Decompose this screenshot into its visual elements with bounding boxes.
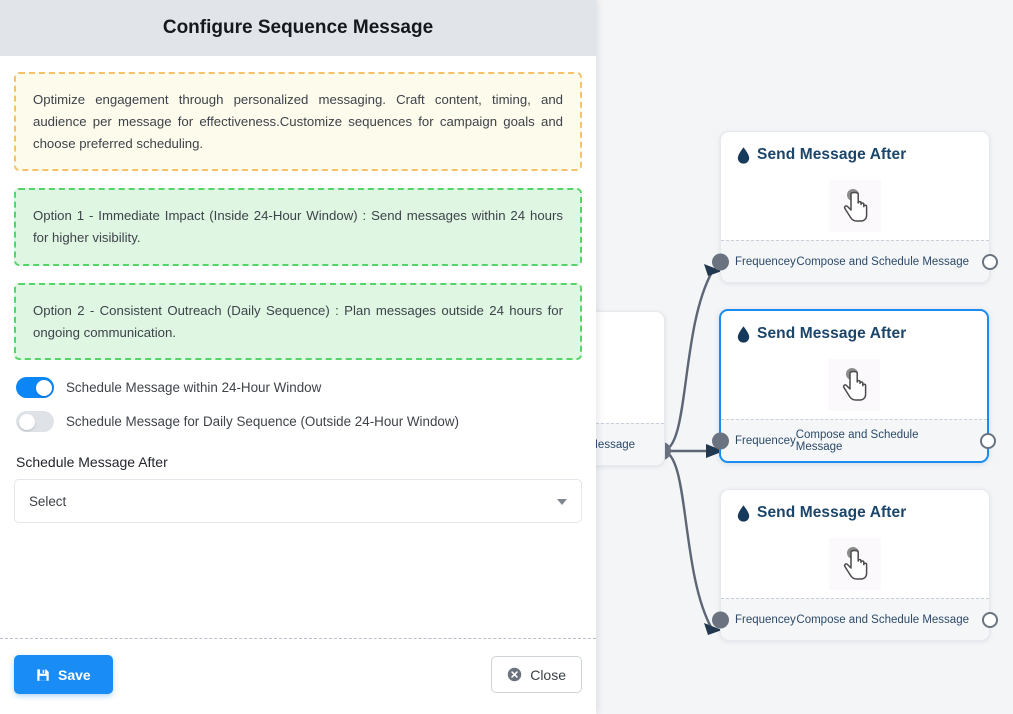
arrowhead-2	[706, 444, 724, 458]
pointing-hand-cursor-icon	[842, 368, 867, 401]
option-1-callout: Option 1 - Immediate Impact (Inside 24-H…	[14, 188, 582, 266]
node-2-input-handle[interactable]	[712, 432, 729, 449]
node-1-foot-right: Compose and Schedule Message	[796, 255, 969, 268]
save-button[interactable]: Save	[14, 655, 113, 694]
node-3-title-row: Send Message After	[737, 504, 973, 522]
arrowhead-1	[704, 264, 722, 276]
close-button[interactable]: Close	[491, 656, 582, 693]
info-callout: Optimize engagement through personalized…	[14, 72, 582, 172]
node-2-foot-right: Compose and Schedule Message	[795, 428, 919, 453]
flow-node-1[interactable]: Send Message After Frequencey Compose an…	[712, 131, 998, 283]
toggle-knob	[18, 413, 35, 430]
edge-to-node-1	[661, 271, 714, 453]
toggle-label-within-24h: Schedule Message within 24-Hour Window	[66, 380, 322, 396]
node-1-body: Send Message After	[721, 132, 989, 240]
node-3-title: Send Message After	[757, 504, 907, 521]
node-1-foot-left: Frequencey	[735, 255, 796, 268]
node-2-title-row: Send Message After	[737, 325, 971, 343]
close-circle-icon	[507, 667, 522, 682]
node-3-input-handle[interactable]	[712, 611, 729, 628]
node-1-footer: Frequencey Compose and Schedule Message	[712, 240, 998, 282]
modal-footer: Save Close	[0, 638, 596, 714]
node-1-title-row: Send Message After	[737, 146, 973, 164]
node-2-output-handle[interactable]	[980, 432, 996, 449]
toggle-knob	[35, 379, 52, 396]
modal-body: Optimize engagement through personalized…	[0, 56, 596, 638]
schedule-after-select[interactable]: Select	[14, 479, 582, 524]
node-2-foot-left: Frequencey	[735, 434, 796, 447]
save-floppy-icon	[37, 668, 49, 681]
droplet-icon	[737, 146, 750, 164]
node-1-input-handle[interactable]	[712, 253, 729, 270]
toggle-label-daily-sequence: Schedule Message for Daily Sequence (Out…	[66, 414, 459, 430]
node-2-title: Send Message After	[757, 325, 907, 342]
pointing-hand-cursor-icon	[843, 547, 868, 580]
node-2-art	[828, 359, 880, 411]
node-2-body: Send Message After	[721, 311, 987, 419]
configure-sequence-modal: Configure Sequence Message Optimize enga…	[0, 0, 596, 714]
pointing-hand-cursor-icon	[843, 189, 868, 222]
node-1-art	[829, 180, 881, 232]
node-3-body: Send Message After	[721, 490, 989, 598]
chevron-down-icon	[557, 499, 567, 506]
edge-to-node-3	[661, 449, 714, 630]
toggle-schedule-within-24h[interactable]	[16, 377, 54, 399]
node-3-foot-left: Frequencey	[735, 613, 796, 626]
droplet-icon	[737, 325, 750, 343]
toggle-row-daily-sequence[interactable]: Schedule Message for Daily Sequence (Out…	[14, 411, 582, 433]
schedule-after-label: Schedule Message After	[16, 454, 168, 471]
node-3-foot-right: Compose and Schedule Message	[796, 613, 969, 626]
node-1-output-handle[interactable]	[982, 253, 998, 270]
close-button-label: Close	[530, 666, 566, 683]
page-title: Configure Sequence Message	[162, 17, 434, 38]
droplet-icon	[737, 504, 750, 522]
toggle-schedule-daily-sequence[interactable]	[16, 411, 54, 433]
save-button-label: Save	[58, 666, 91, 683]
node-1-title: Send Message After	[757, 146, 907, 163]
option-2-callout: Option 2 - Consistent Outreach (Daily Se…	[14, 282, 582, 361]
node-2-footer: Frequencey Compose and Schedule Message	[712, 419, 996, 461]
flow-node-3[interactable]: Send Message After Frequencey Compose an…	[712, 489, 998, 641]
toggle-row-within-24h[interactable]: Schedule Message within 24-Hour Window	[14, 377, 582, 399]
node-3-art	[829, 538, 881, 590]
schedule-after-value: Select	[29, 493, 67, 509]
arrowhead-3	[704, 623, 722, 635]
flow-node-2[interactable]: Send Message After Frequencey Compose an…	[712, 309, 996, 463]
node-3-output-handle[interactable]	[982, 611, 998, 628]
node-3-footer: Frequencey Compose and Schedule Message	[712, 598, 998, 640]
modal-header: Configure Sequence Message	[0, 0, 596, 56]
